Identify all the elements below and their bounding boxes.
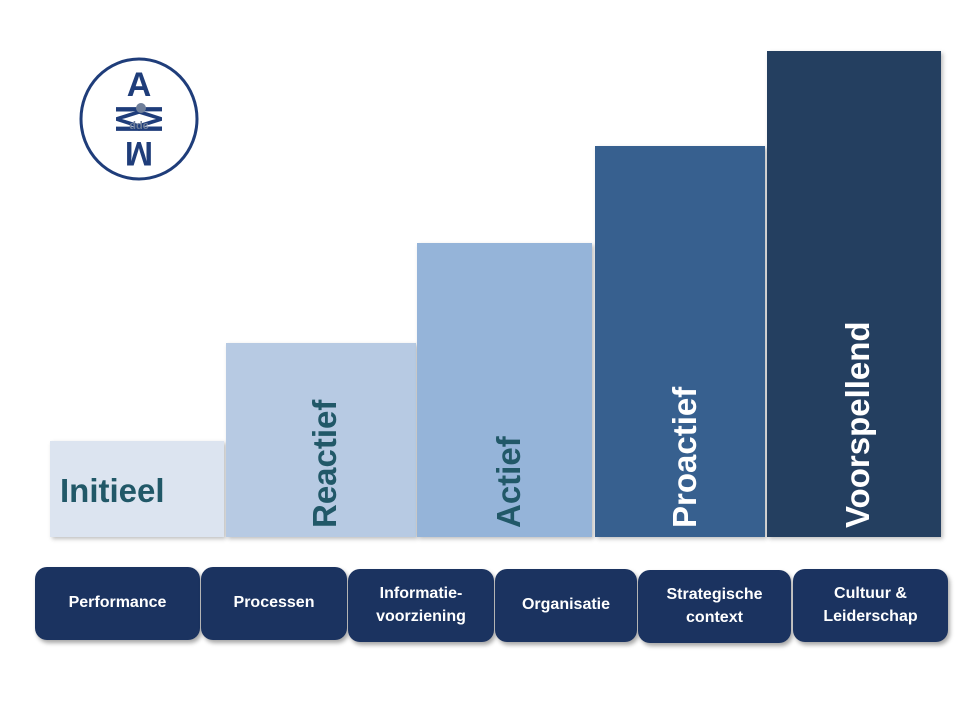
step-label-voorspellend: Voorspellend xyxy=(839,321,876,528)
step-voorspellend xyxy=(767,51,941,537)
category-organisatie: Organisatie xyxy=(495,569,637,642)
category-cultuur-leiderschap: Cultuur & Leiderschap xyxy=(793,569,948,642)
step-actief xyxy=(417,243,592,537)
category-label: Performance xyxy=(68,594,167,612)
category-label: Organisatie xyxy=(521,596,611,614)
logo-center-text: ddc xyxy=(129,120,149,132)
logo-letter-top: A xyxy=(127,66,152,104)
step-initieel xyxy=(50,441,224,537)
step-proactief xyxy=(595,146,765,537)
category-informatievoorziening: Informatie- voorziening xyxy=(348,569,494,642)
category-label: Informatie- voorziening xyxy=(376,585,466,625)
step-label-proactief: Proactief xyxy=(666,386,703,528)
step-label-actief: Actief xyxy=(490,436,527,528)
step-label-initieel: Initieel xyxy=(60,472,165,509)
category-label: Strategische context xyxy=(666,586,763,626)
logo-letter-bottom: M xyxy=(125,134,153,172)
step-label-reactief: Reactief xyxy=(306,399,343,528)
category-label: Processen xyxy=(233,594,315,612)
logo-globe-icon xyxy=(136,103,146,113)
category-processen: Processen xyxy=(201,567,347,640)
amm-ddc-logo: A M M M ddc xyxy=(79,57,199,181)
category-performance: Performance xyxy=(35,567,200,640)
category-strategische-context: Strategische context xyxy=(638,570,791,643)
category-label: Cultuur & Leiderschap xyxy=(823,585,918,625)
step-reactief xyxy=(226,343,416,537)
